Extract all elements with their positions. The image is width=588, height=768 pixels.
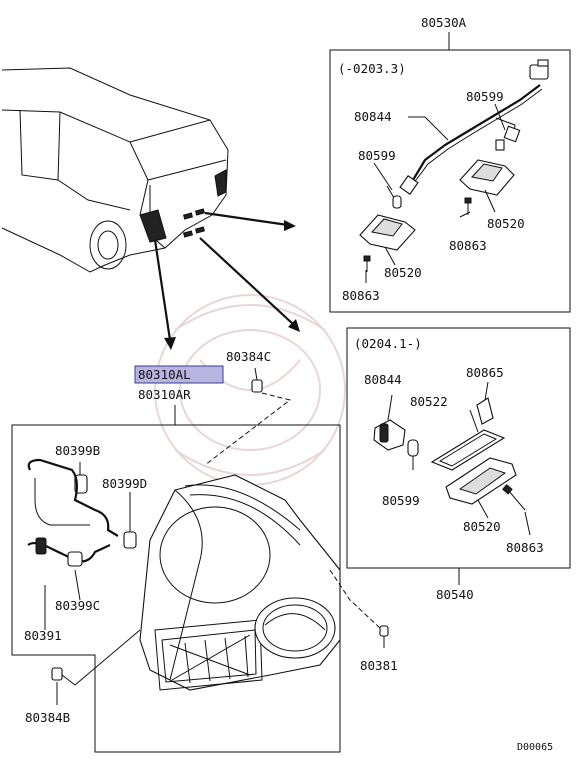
part-label-80863-upper-b: 80863	[449, 238, 487, 253]
part-label-80599-upper-b: 80599	[466, 89, 504, 104]
upper-inset-range: (-0203.3)	[338, 61, 406, 76]
part-label-80520-lower: 80520	[463, 519, 501, 534]
part-label-80844-upper: 80844	[354, 109, 392, 124]
part-label-80863-lower: 80863	[506, 540, 544, 555]
part-label-80384c: 80384C	[226, 349, 271, 364]
part-label-80381: 80381	[360, 658, 398, 673]
part-label-80310ar: 80310AR	[138, 387, 191, 402]
part-label-80865-lower: 80865	[466, 365, 504, 380]
lower-inset-range: (0204.1-)	[354, 336, 422, 351]
part-label-80399c: 80399C	[55, 598, 100, 613]
part-label-80599-lower: 80599	[382, 493, 420, 508]
part-label-80520-upper-a: 80520	[384, 265, 422, 280]
part-label-80399d: 80399D	[102, 476, 147, 491]
part-label-80391: 80391	[24, 628, 62, 643]
tail-lamp-assembly: 80310AL 80310AR 80384C 80399B 80399D	[11, 349, 398, 753]
diagram-code: D00065	[517, 742, 553, 753]
upper-inset-box: 80530A (-0203.3) 80844 80	[329, 15, 571, 313]
part-label-80384b: 80384B	[25, 710, 70, 725]
lower-inset-label: 80540	[436, 587, 474, 602]
upper-inset-label: 80530A	[421, 15, 467, 30]
part-label-80863-upper-a: 80863	[342, 288, 380, 303]
part-label-80520-upper-b: 80520	[487, 216, 525, 231]
part-highlight-80310al	[134, 365, 224, 384]
part-label-80844-lower: 80844	[364, 372, 402, 387]
part-label-80310al: 80310AL	[138, 367, 191, 382]
vehicle-illustration	[1, 67, 229, 273]
lower-inset-box: (0204.1-) 80540 80844 80865 80522 80599 …	[346, 327, 571, 602]
pointer-arrows	[153, 211, 300, 350]
part-label-80522-lower: 80522	[410, 394, 448, 409]
part-label-80399b: 80399B	[55, 443, 100, 458]
part-label-80599-upper-a: 80599	[358, 148, 396, 163]
